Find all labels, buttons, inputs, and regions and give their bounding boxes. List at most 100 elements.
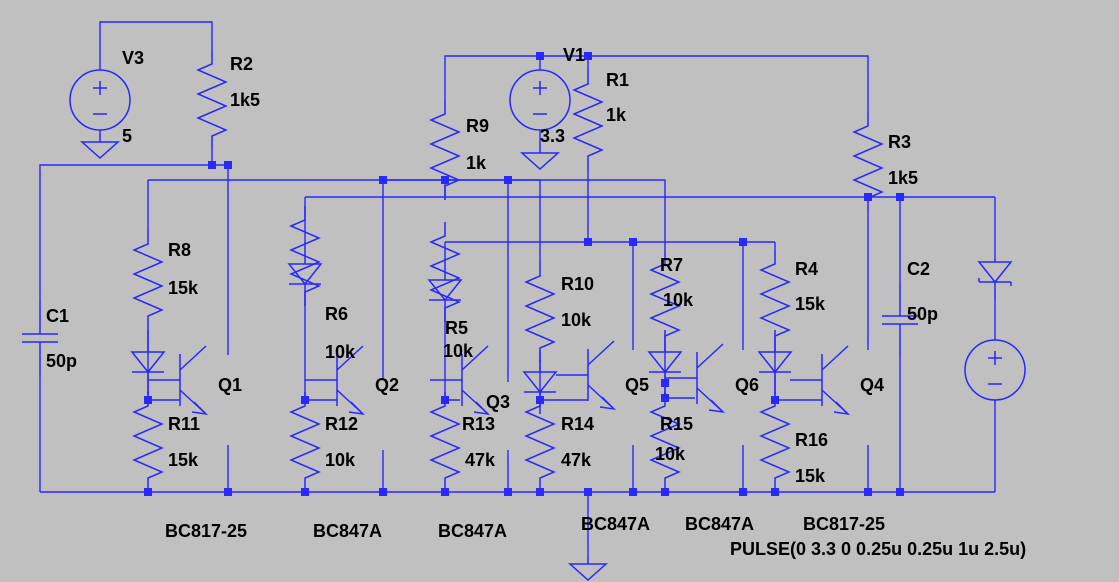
transistor-q1 — [147, 345, 207, 415]
label-c2-name: C2 — [907, 259, 930, 279]
label-q2-model: BC847A — [313, 521, 382, 541]
label-r14-name: R14 — [561, 414, 594, 434]
resistor-r13 — [430, 391, 460, 493]
junction-dot — [584, 488, 592, 496]
junction-dot — [661, 379, 669, 387]
label-r12-value: 10k — [325, 450, 356, 470]
junction-dot — [584, 238, 592, 246]
junction-dot — [896, 193, 904, 201]
resistor-r12 — [290, 391, 320, 493]
label-r13-name: R13 — [462, 414, 495, 434]
label-r6-value: 10k — [325, 342, 356, 362]
junction-dot — [896, 488, 904, 496]
label-r11-value: 15k — [168, 450, 199, 470]
junction-dot — [224, 488, 232, 496]
transistor-q5 — [664, 343, 724, 413]
label-r7-name: R7 — [660, 255, 683, 275]
junction-dot — [379, 488, 387, 496]
resistor-r1 — [573, 69, 603, 171]
junction-dot — [739, 238, 747, 246]
resistor-r15 — [650, 391, 680, 493]
junction-dot — [504, 176, 512, 184]
ground-icon — [569, 555, 607, 581]
label-r8-name: R8 — [168, 240, 191, 260]
label-r3-value: 1k5 — [888, 168, 918, 188]
label-v3-value: 5 — [122, 126, 132, 146]
label-v1-name: V1 — [563, 45, 585, 65]
label-q5-model: BC847A — [581, 514, 650, 534]
resistor-r10 — [525, 261, 555, 363]
voltage-source-v1 — [509, 69, 571, 131]
resistor-r11 — [133, 391, 163, 493]
label-r16-name: R16 — [795, 430, 828, 450]
junction-dot — [441, 488, 449, 496]
label-q3-model: BC847A — [438, 521, 507, 541]
label-q6-name: Q6 — [735, 375, 759, 395]
label-r3-name: R3 — [888, 132, 911, 152]
label-q3-name: Q3 — [486, 392, 510, 412]
junction-dot — [301, 488, 309, 496]
junction-dot — [536, 52, 544, 60]
junction-dot — [584, 52, 592, 60]
label-r10-name: R10 — [561, 274, 594, 294]
junction-dot — [536, 396, 544, 404]
label-r8-value: 15k — [168, 278, 199, 298]
junction-dot — [301, 396, 309, 404]
transistor-q3b — [555, 340, 615, 410]
junction-dot — [504, 488, 512, 496]
label-r15-name: R15 — [660, 414, 693, 434]
voltage-source-v3 — [69, 69, 131, 131]
label-r5-value: 10k — [443, 341, 474, 361]
label-q4-model: BC817-25 — [803, 514, 885, 534]
resistor-r8 — [133, 229, 163, 331]
label-r6-name: R6 — [325, 304, 348, 324]
label-c1-name: C1 — [46, 306, 69, 326]
junction-dot — [629, 488, 637, 496]
label-q1-model: BC817-25 — [165, 521, 247, 541]
label-r4-value: 15k — [795, 294, 826, 314]
label-c1-value: 50p — [46, 351, 77, 371]
label-r15-value: 10k — [655, 444, 686, 464]
transistor-q4 — [789, 345, 849, 415]
junction-dot — [208, 161, 216, 169]
junction-dot — [224, 161, 232, 169]
label-r2-value: 1k5 — [230, 90, 260, 110]
junction-dot — [864, 488, 872, 496]
ground-icon — [81, 133, 119, 159]
junction-dot — [661, 488, 669, 496]
label-r1-name: R1 — [606, 70, 629, 90]
resistor-r16 — [760, 391, 790, 493]
label-r9-name: R9 — [466, 116, 489, 136]
label-q4-name: Q4 — [860, 375, 884, 395]
label-r4-name: R4 — [795, 259, 818, 279]
junction-dot — [441, 396, 449, 404]
label-v3-name: V3 — [122, 48, 144, 68]
label-r14-value: 47k — [561, 450, 592, 470]
label-r11-name: R11 — [168, 414, 200, 434]
label-c2-value: 50p — [907, 304, 938, 324]
junctions — [144, 52, 904, 496]
junction-dot — [771, 396, 779, 404]
label-r12-name: R12 — [325, 414, 358, 434]
junction-dot — [771, 488, 779, 496]
junction-dot — [661, 394, 669, 402]
junction-dot — [536, 488, 544, 496]
zener-diode — [977, 258, 1013, 300]
label-v1-value: 3.3 — [540, 126, 565, 146]
junction-dot — [441, 176, 449, 184]
label-r10-value: 10k — [561, 310, 592, 330]
label-r7-value: 10k — [663, 290, 694, 310]
ground-icon — [521, 144, 559, 170]
label-r16-value: 15k — [795, 466, 826, 486]
labels: V3 5 R2 1k5 V1 3.3 R1 1k R9 1k R3 1k5 R8… — [46, 45, 1026, 559]
voltage-source-v2 — [964, 339, 1026, 401]
label-v2-pulse: PULSE(0 3.3 0 0.25u 0.25u 1u 2.5u) — [730, 539, 1026, 559]
junction-dot — [379, 176, 387, 184]
label-r9-value: 1k — [466, 153, 487, 173]
label-r1-value: 1k — [606, 105, 627, 125]
label-r5-name: R5 — [445, 318, 468, 338]
label-q5-name: Q5 — [625, 375, 649, 395]
label-q2-name: Q2 — [375, 375, 399, 395]
label-r2-name: R2 — [230, 54, 253, 74]
